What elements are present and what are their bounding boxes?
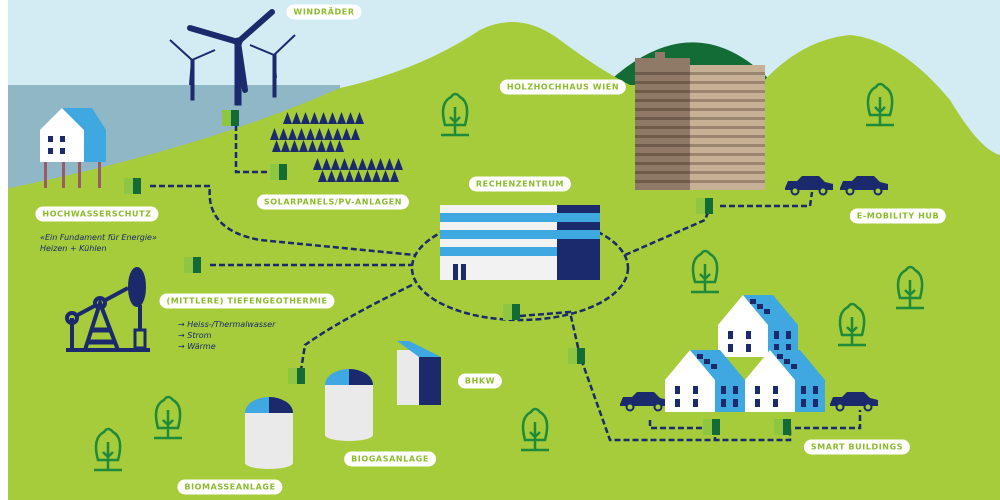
label-bhkw: BHKW <box>457 373 503 389</box>
cars <box>620 176 888 412</box>
connector-nodes <box>124 110 791 435</box>
geo-item: → Wärme <box>178 342 216 351</box>
smart-buildings <box>665 295 825 412</box>
solar-panels <box>270 112 403 182</box>
label-rechenzentrum: RECHENZENTRUM <box>468 176 572 192</box>
note-fundament: «Ein Fundament für Energie» <box>40 233 157 242</box>
label-tiefengeothermie: (MITTLERE) TIEFENGEOTHERMIE <box>159 293 335 309</box>
label-windraeder: WINDRÄDER <box>286 4 362 20</box>
label-emobility: E-MOBILITY HUB <box>849 208 947 224</box>
wind-turbines <box>169 9 296 106</box>
label-hochwasserschutz: HOCHWASSERSCHUTZ <box>35 206 159 222</box>
geo-item: → Strom <box>178 331 212 340</box>
label-holzhochhaus: HOLZHOCHHAUS WIEN <box>499 79 627 95</box>
label-biogasanlage: BIOGASANLAGE <box>344 451 436 467</box>
trees <box>94 82 924 472</box>
label-smart-buildings: SMART BUILDINGS <box>803 439 911 455</box>
wooden-high-rise <box>635 52 765 190</box>
geo-item: → Heiss-/Thermalwasser <box>178 320 276 329</box>
biogas-silos <box>245 369 373 469</box>
geothermal-pump-icon <box>65 267 150 352</box>
chp-plant <box>397 341 441 405</box>
data-center <box>440 205 600 280</box>
note-heizen: Heizen + Kühlen <box>40 244 107 253</box>
label-biomasseanlage: BIOMASSEANLAGE <box>177 479 283 495</box>
label-solarpanels: SOLARPANELS/PV-ANLAGEN <box>256 194 410 210</box>
flood-protection-house <box>40 108 106 188</box>
